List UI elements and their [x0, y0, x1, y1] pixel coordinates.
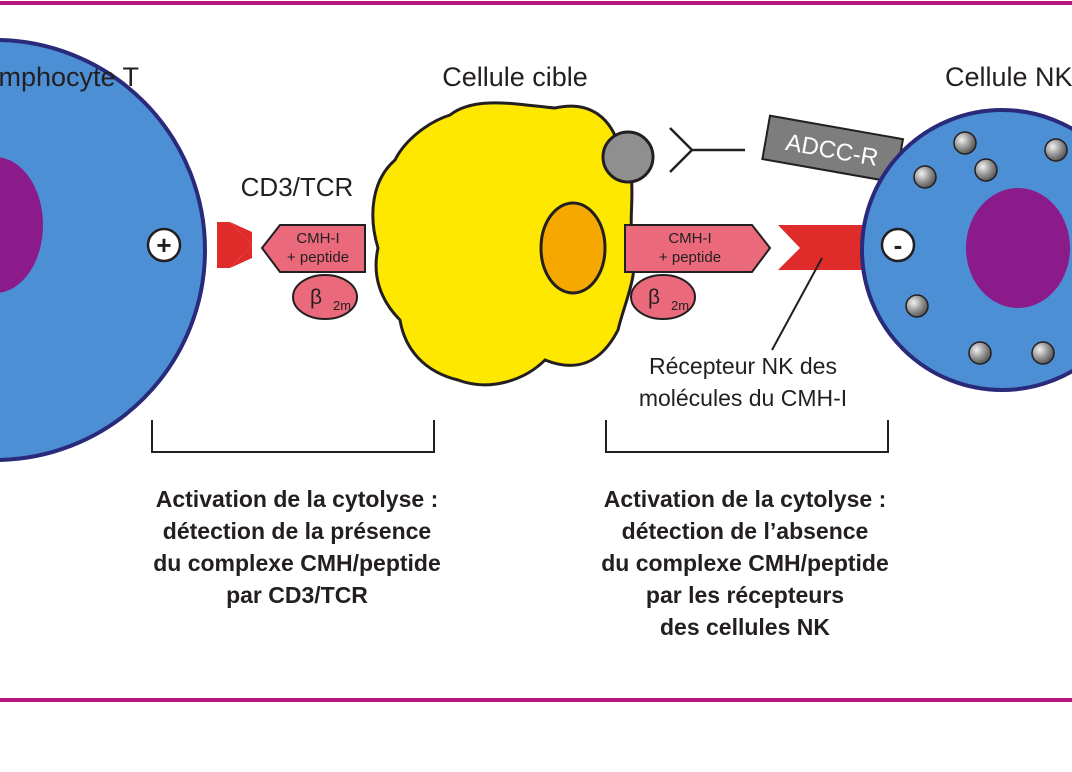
beta2m-left [292, 274, 358, 320]
mhc-left-line2: + peptide [287, 249, 349, 266]
right-bracket [605, 420, 889, 453]
antibody-icon [669, 127, 745, 173]
left-caption-line-2: détection de la présence [163, 518, 431, 544]
mhc-right-line2: + peptide [659, 249, 721, 266]
plus-sign-text: + [156, 230, 171, 260]
nk-receptor-pointer [771, 257, 823, 351]
nk-receptor-label-line2: molécules du CMH-I [639, 385, 847, 411]
right-caption-line-1: Activation de la cytolyse : [604, 486, 886, 512]
cd3-tcr-receptor-tip [230, 222, 252, 268]
beta2m-right [630, 274, 696, 320]
t-lymphocyte-cell [0, 38, 207, 462]
beta2m-left-sub: 2m [333, 298, 351, 313]
beta2m-right-sub: 2m [671, 298, 689, 313]
nk-granules [905, 131, 1068, 365]
mhc-left-line1: CMH-I [296, 230, 339, 247]
nk-cell-nucleus [966, 188, 1070, 308]
right-caption-line-5: des cellules NK [660, 614, 830, 640]
nk-cell [860, 108, 1072, 392]
left-bracket [151, 420, 435, 453]
cd3-tcr-label: CD3/TCR [241, 172, 354, 202]
right-caption-line-4: par les récepteurs [646, 582, 844, 608]
plus-sign-icon: + [146, 227, 182, 263]
nk-cell-label: Cellule NK [945, 62, 1072, 92]
beta2m-left-symbol: β [310, 286, 322, 309]
target-cell [371, 101, 636, 387]
target-cell-nucleus [539, 201, 607, 295]
adcc-r-receptor: ADCC-R [761, 114, 905, 184]
t-cell-nucleus [0, 157, 43, 293]
left-caption-line-4: par CD3/TCR [226, 582, 368, 608]
mhc-complex-right: CMH-I + peptide β 2m [624, 224, 772, 320]
left-caption: Activation de la cytolyse : détection de… [153, 486, 441, 608]
minus-sign-icon: - [880, 227, 916, 263]
right-caption: Activation de la cytolyse : détection de… [601, 486, 889, 640]
beta2m-right-symbol: β [648, 286, 660, 309]
minus-sign-text: - [894, 230, 903, 260]
mhc-right-line1: CMH-I [668, 230, 711, 247]
right-caption-line-2: détection de l’absence [622, 518, 869, 544]
target-cell-label: Cellule cible [442, 62, 588, 92]
antigen-ball [601, 130, 655, 184]
cd3-tcr-receptor [217, 222, 252, 268]
nk-receptor [778, 225, 868, 270]
t-cell-label: Lymphocyte T [0, 62, 139, 92]
mhc-complex-left: CMH-I + peptide β 2m [260, 224, 366, 320]
left-caption-line-3: du complexe CMH/peptide [153, 550, 441, 576]
right-caption-line-3: du complexe CMH/peptide [601, 550, 889, 576]
left-caption-line-1: Activation de la cytolyse : [156, 486, 438, 512]
nk-receptor-label-line1: Récepteur NK des [649, 353, 837, 379]
